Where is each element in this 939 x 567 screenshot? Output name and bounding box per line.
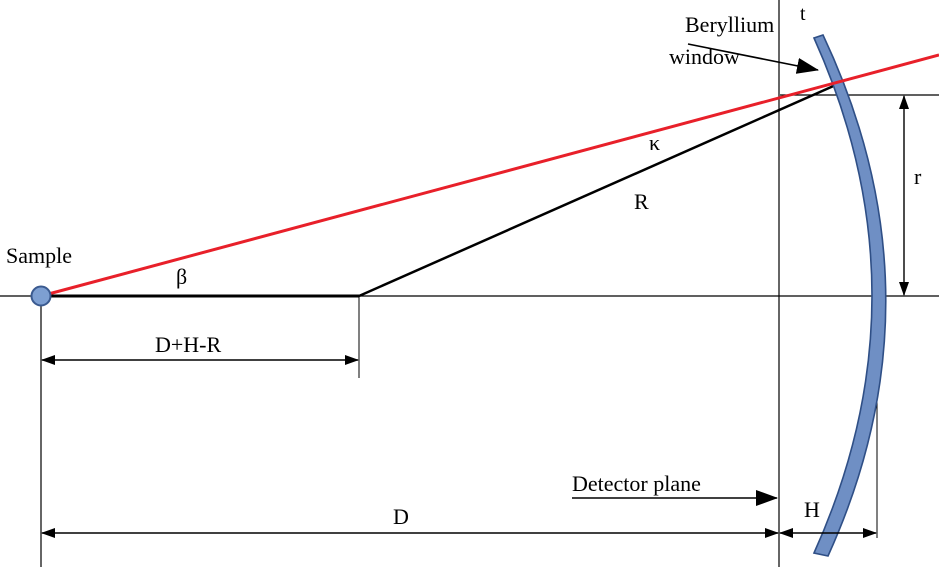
dhr-label: D+H-R	[155, 332, 222, 357]
beryllium-pointer	[687, 43, 819, 74]
r-label: r	[914, 164, 922, 189]
kappa-label: κ	[649, 130, 660, 155]
beryllium-window	[812, 34, 887, 557]
beta-label: β	[176, 264, 187, 289]
radius-line	[358, 82, 839, 298]
sample-marker	[30, 285, 52, 307]
D-label: D	[393, 504, 409, 529]
H-label: H	[804, 497, 820, 522]
beryllium-label-line1: Beryllium	[685, 12, 774, 37]
beam-line	[40, 53, 939, 298]
beryllium-label-line2: window	[669, 44, 740, 69]
R-label: R	[634, 189, 649, 214]
detector-plane-label: Detector plane	[572, 471, 701, 496]
t-label: t	[800, 3, 806, 25]
sample-label: Sample	[6, 243, 72, 268]
